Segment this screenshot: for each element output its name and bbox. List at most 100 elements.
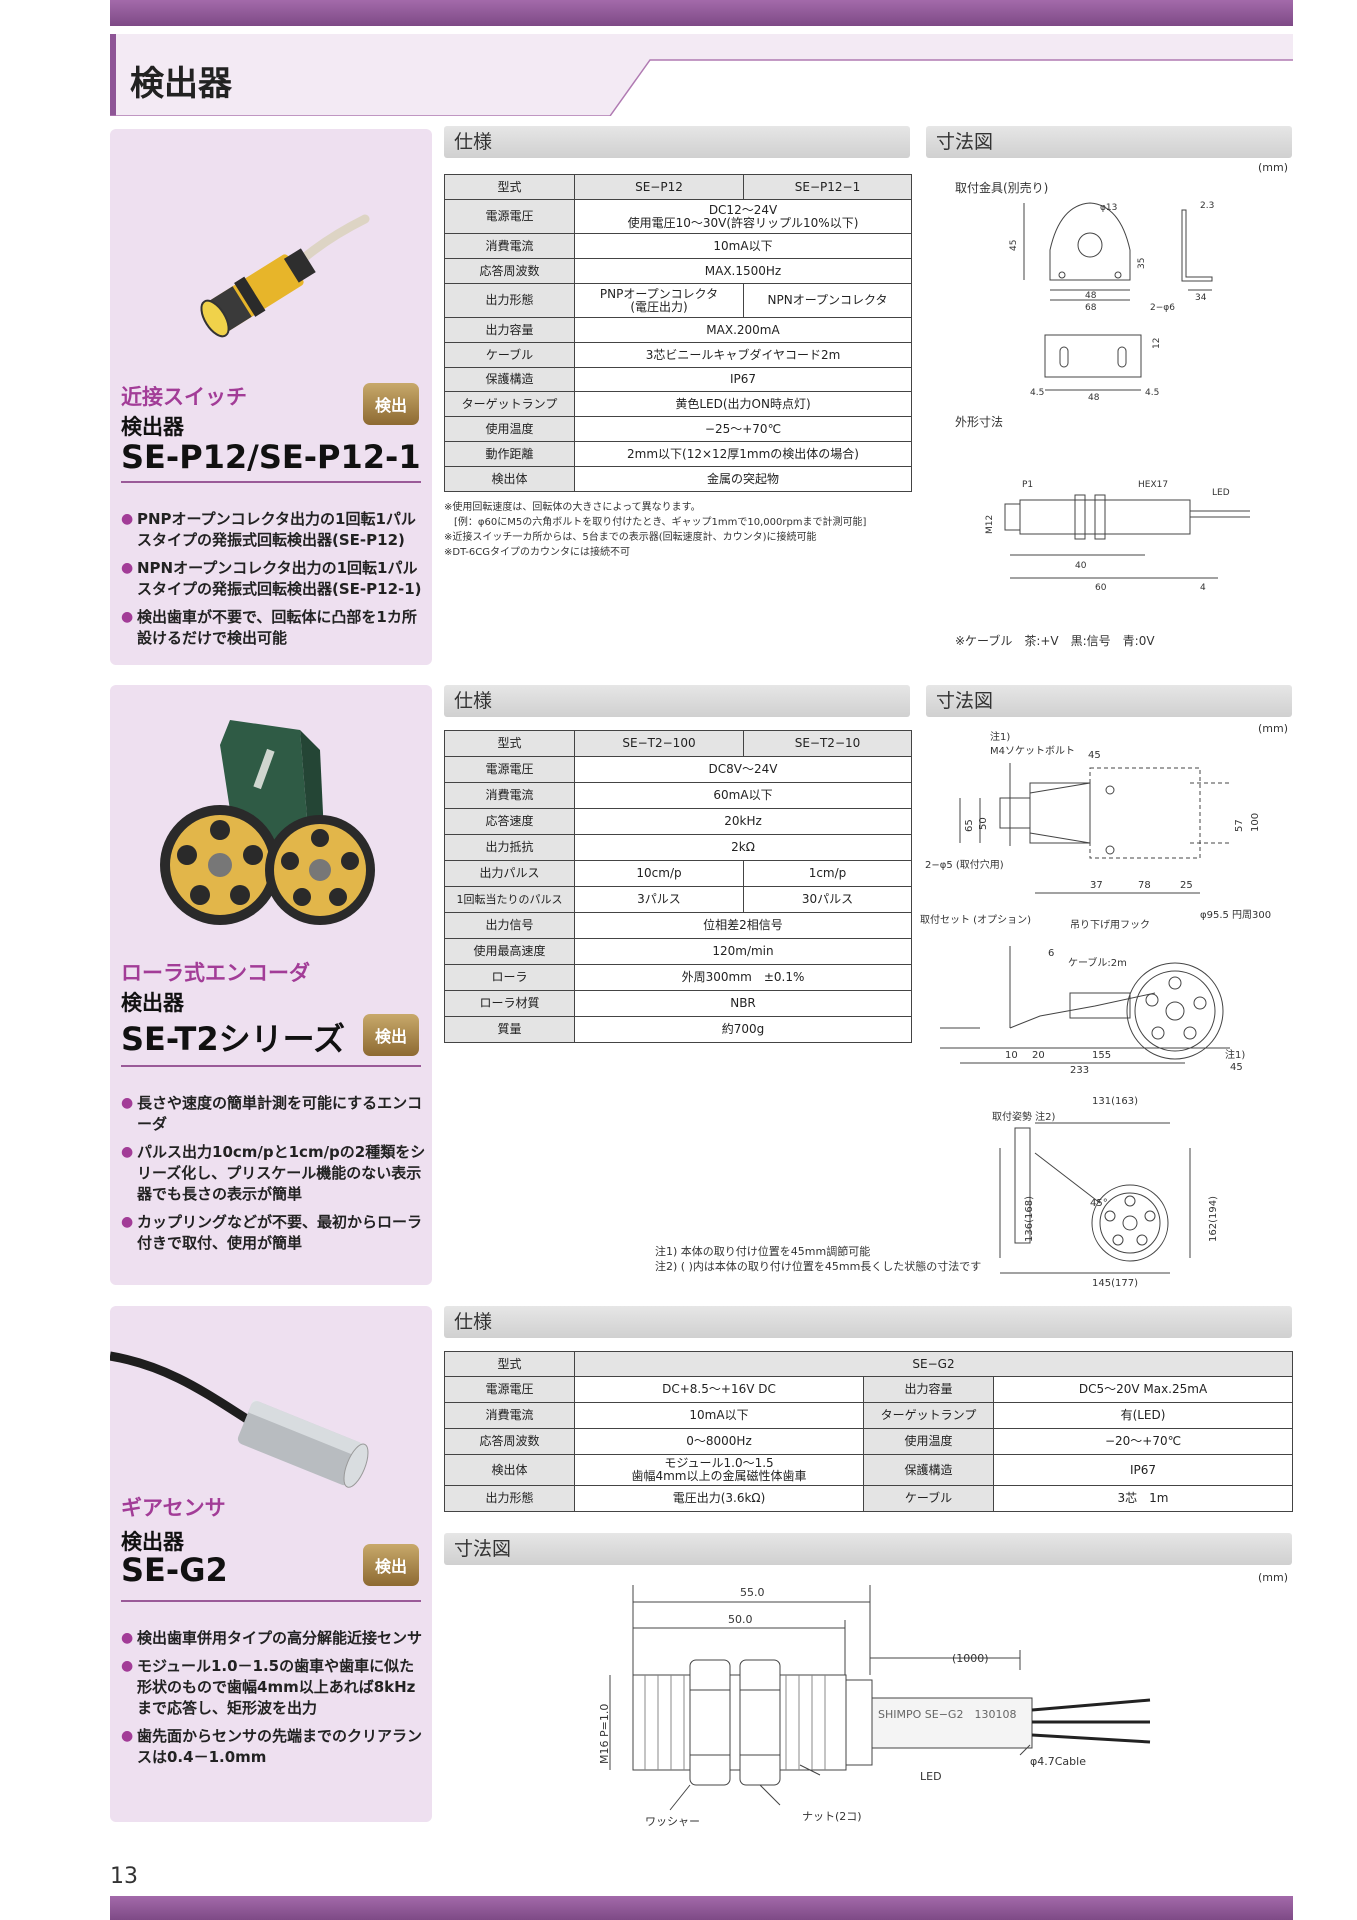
dim-label: 2.3: [1200, 201, 1214, 211]
row-label: 保護構造: [863, 1454, 994, 1486]
dim-label: 37: [1090, 880, 1103, 891]
row-value: IP67: [992, 1454, 1294, 1486]
model-col: SE−G2: [573, 1351, 1294, 1377]
category-badge: 検出: [363, 383, 419, 425]
row-value: 3芯ビニールキャブダイヤコード2m: [574, 342, 912, 368]
spec-table-se-t2: 型式 SE−T2−100 SE−T2−10 電源電圧 DC8V～24V 消費電流…: [444, 730, 912, 1043]
row-value: 1cm/p: [743, 860, 912, 887]
note-line: 注1) 本体の取り付け位置を45mm調節可能: [655, 1245, 871, 1258]
divider: [121, 481, 421, 483]
dim-label: 4.5: [1145, 388, 1159, 398]
spec-header-3: 仕様: [444, 1306, 1292, 1338]
dim-label: 55.0: [740, 1586, 765, 1599]
dim-label: 40: [1075, 561, 1087, 571]
model-col: SE−T2−10: [743, 730, 912, 757]
row-label: 応答周波数: [444, 258, 575, 284]
table-header: 型式: [444, 730, 575, 757]
dim-label: φ13: [1100, 203, 1117, 213]
row-value: 2mm以下(12×12厚1mmの検出体の場合): [574, 441, 912, 467]
divider: [121, 1065, 421, 1067]
feature-item: 検出歯車併用タイプの高分解能近接センサ: [121, 1628, 426, 1649]
row-value: MAX.1500Hz: [574, 258, 912, 284]
row-label: ローラ材質: [444, 990, 575, 1017]
row-label: 検出体: [444, 1454, 575, 1486]
row-value: 3パルス: [574, 886, 744, 913]
row-label: 質量: [444, 1016, 575, 1043]
posture-label: 取付姿勢 注2): [992, 1110, 1056, 1123]
roller-wheel-right: [265, 815, 375, 925]
row-label: 出力パルス: [444, 860, 575, 887]
dim-label: M16 P=1.0: [598, 1704, 611, 1764]
product-subtitle: 検出器: [121, 991, 184, 1015]
dims-header-3: 寸法図: [444, 1533, 1292, 1565]
dims-header-1: 寸法図: [926, 126, 1292, 158]
spec-header-2: 仕様: [444, 685, 910, 717]
set-label: 取付セット (オプション): [920, 913, 1031, 926]
category-badge: 検出: [363, 1014, 419, 1056]
spec-table-se-g2: 型式 SE−G2 電源電圧 DC+8.5～+16V DC 出力容量 DC5～20…: [444, 1351, 1294, 1512]
row-value: 60mA以下: [574, 782, 912, 809]
unit-label: (mm): [1258, 1571, 1289, 1584]
roller-label: φ95.5 円周300: [1200, 909, 1271, 921]
dim-label: 34: [1195, 293, 1207, 303]
row-value: PNPオープンコレクタ (電圧出力): [574, 283, 744, 318]
dim-label: P1: [1022, 480, 1033, 490]
spec-notes: ※使用回転速度は、回転体の大きさによって異なります。 [例：φ60にM5の六角ボ…: [444, 500, 914, 560]
row-label: 動作距離: [444, 441, 575, 467]
note-line: ※使用回転速度は、回転体の大きさによって異なります。: [444, 502, 701, 513]
dim-label: 2−φ6: [1150, 303, 1175, 313]
dim-label: 20: [1032, 1050, 1045, 1061]
dim-label: 45°: [1090, 1198, 1108, 1209]
row-label: 1回転当たりのパルス: [444, 886, 575, 913]
row-label: 消費電流: [444, 233, 575, 259]
row-value: モジュール1.0～1.5 歯幅4mm以上の金属磁性体歯車: [574, 1454, 864, 1486]
row-label: ターゲットランプ: [444, 391, 575, 417]
dim-label: 45: [1230, 1062, 1243, 1073]
sensor-imprint: SHIMPO SE−G2 130108: [878, 1708, 1016, 1721]
roller-wheel-left: [160, 805, 280, 925]
bolt-label: M4ソケットボルト: [990, 745, 1075, 757]
product-model: SE-P12/SE-P12-1: [121, 438, 421, 476]
dims-notes: 注1) 本体の取り付け位置を45mm調節可能 注2) ( )内は本体の取り付け位…: [655, 1244, 981, 1274]
dim-label: 25: [1180, 880, 1193, 891]
row-value: 外周300mm ±0.1%: [574, 964, 912, 991]
feature-item: 長さや速度の簡単計測を可能にするエンコーダ: [121, 1093, 426, 1135]
row-value: DC+8.5～+16V DC: [574, 1376, 864, 1403]
unit-label: (mm): [1258, 161, 1289, 174]
dim-label: LED: [1212, 488, 1230, 498]
dim-label: (1000): [952, 1652, 989, 1665]
cable-label: ケーブル:2m: [1068, 956, 1127, 969]
dimension-drawing-se-p12: φ13 2.3 45 35 48 68 2−φ6 34 12 4.5 48 4.…: [985, 201, 1250, 593]
row-value: 2kΩ: [574, 834, 912, 861]
led-label: LED: [920, 1770, 942, 1783]
dim-label: 155: [1092, 1050, 1111, 1061]
table-header: 型式: [444, 174, 575, 200]
row-value: 10mA以下: [574, 1402, 864, 1429]
note-marker: 注1): [990, 730, 1010, 743]
row-label: 消費電流: [444, 1402, 575, 1429]
roller-encoder-photo: [160, 720, 375, 925]
product-panel-se-g2: ギアセンサ 検出器 SE-G2 検出 検出歯車併用タイプの高分解能近接センサ モ…: [110, 1306, 432, 1822]
row-value: 120m/min: [574, 938, 912, 965]
page-title: 検出器: [130, 64, 232, 104]
row-label: 電源電圧: [444, 756, 575, 783]
feature-item: パルス出力10cm/pと1cm/pの2種類をシリーズ化し、プリスケール機能のない…: [121, 1142, 426, 1205]
feature-item: PNPオープンコレクタ出力の1回転1パルスタイプの発振式回転検出器(SE-P12…: [121, 509, 426, 551]
product-category: ギアセンサ: [121, 1496, 226, 1520]
row-value: 黄色LED(出力ON時点灯): [574, 391, 912, 417]
spec-header-1: 仕様: [444, 126, 910, 158]
row-label: 応答周波数: [444, 1428, 575, 1455]
row-value: DC5～20V Max.25mA: [992, 1376, 1294, 1403]
dims-header-2: 寸法図: [926, 685, 1292, 717]
row-value: 有(LED): [992, 1402, 1294, 1429]
page-number: 13: [110, 1864, 138, 1889]
dim-label: 100: [1250, 813, 1261, 832]
feature-list: 検出歯車併用タイプの高分解能近接センサ モジュール1.0－1.5の歯車や歯車に似…: [121, 1628, 426, 1775]
bracket-label: 取付金具(別売り): [955, 181, 1049, 195]
top-bar: [110, 0, 1293, 26]
row-value: 30パルス: [743, 886, 912, 913]
product-subtitle: 検出器: [121, 415, 184, 439]
hook-label: 吊り下げ用フック: [1070, 919, 1150, 931]
dim-label: M12: [985, 515, 995, 534]
table-header: 型式: [444, 1351, 575, 1377]
